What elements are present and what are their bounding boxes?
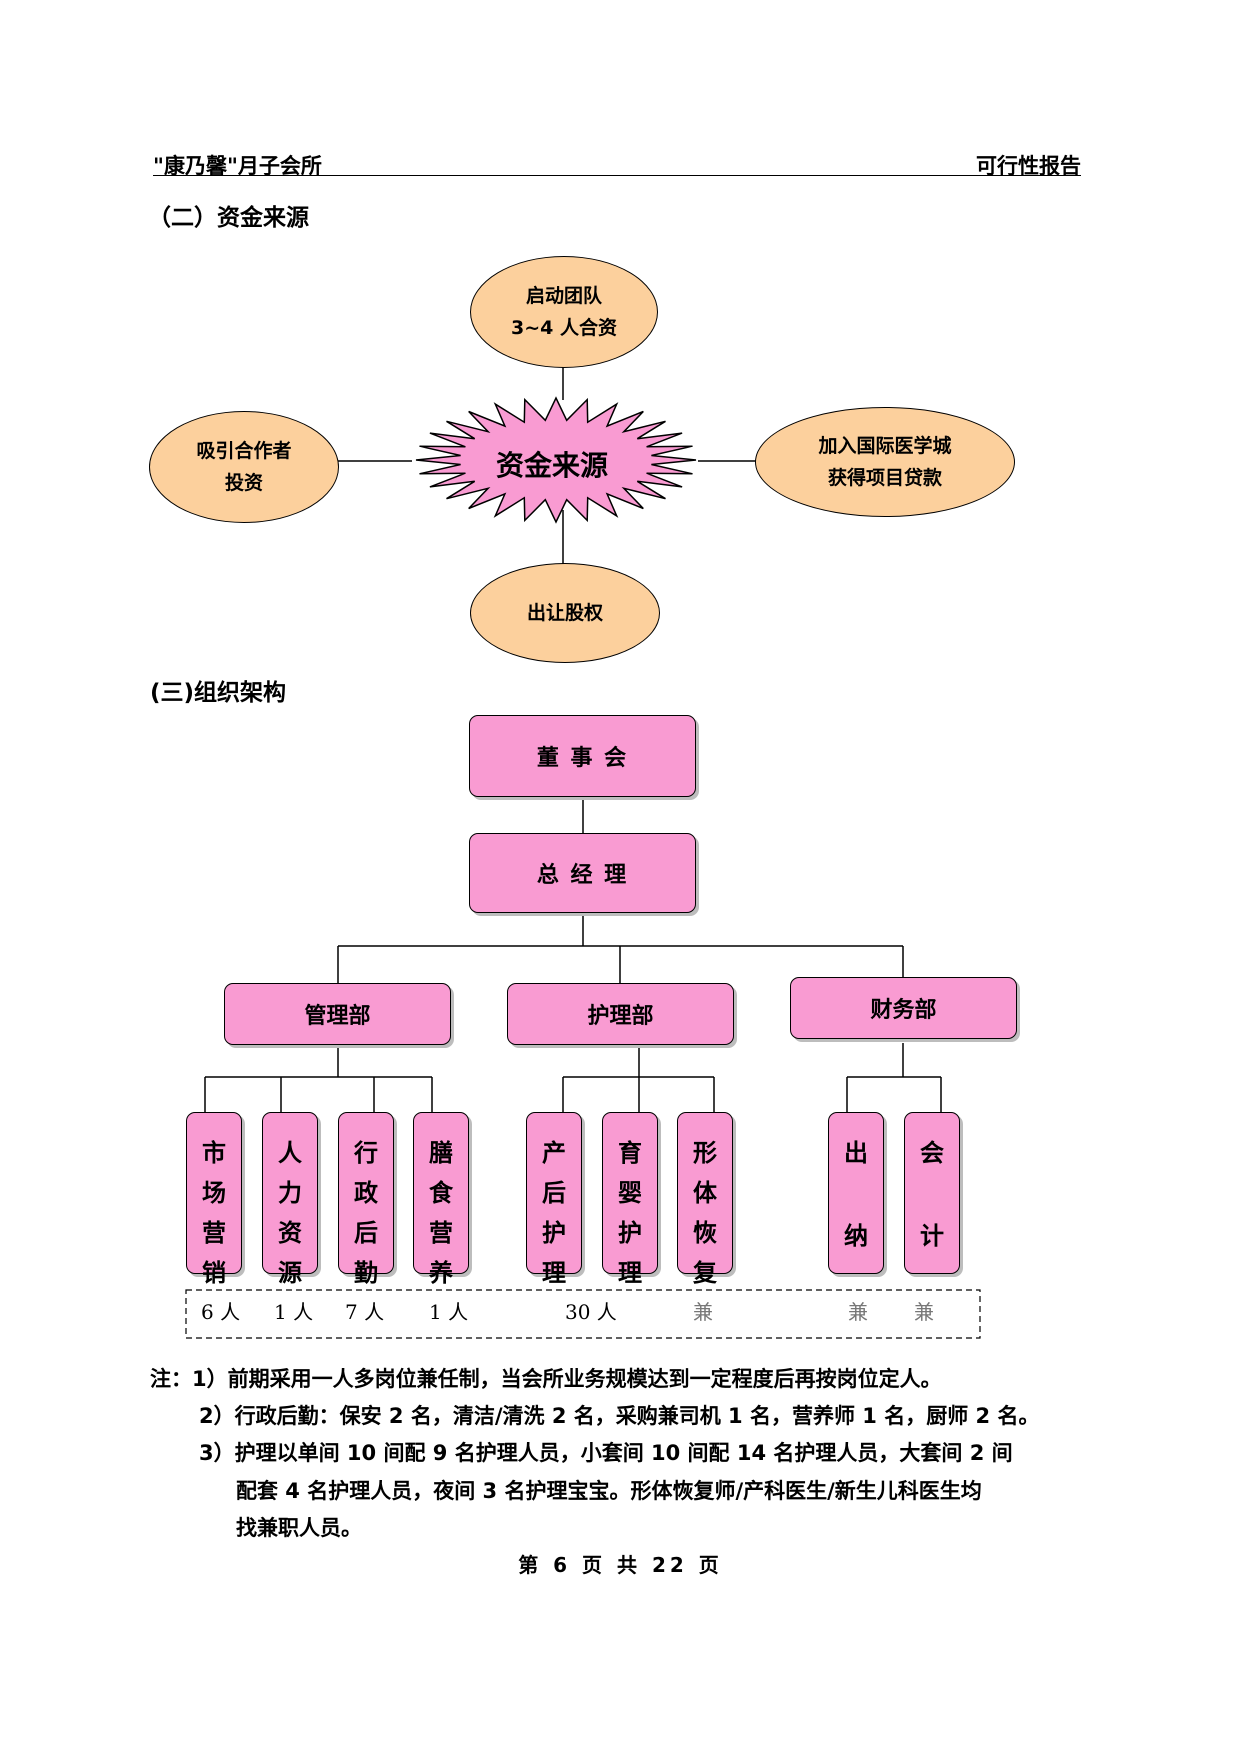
headcount-nursing: 30 人 [565, 1300, 617, 1324]
section-title-funding: （二）资金来源 [148, 205, 309, 231]
node-line: 加入国际医学城 [818, 435, 952, 457]
org-general-manager: 总 经 理 [469, 833, 696, 913]
node-line: 吸引合作者 [196, 440, 292, 462]
funding-node-partners: 吸引合作者 投资 [149, 411, 339, 523]
org-dept-nursing: 护理部 [507, 983, 734, 1045]
org-unit-hr: 人力资源 [262, 1112, 318, 1287]
funding-node-loan: 加入国际医学城 获得项目贷款 [755, 407, 1015, 517]
org-unit-admin: 行政后勤 [338, 1112, 394, 1287]
org-dept-finance: 财务部 [790, 977, 1017, 1039]
node-line: 出让股权 [526, 602, 603, 624]
org-unit-marketing: 市场营销 [186, 1112, 242, 1287]
headcount-body-recovery: 兼 [693, 1300, 713, 1324]
org-unit-accounting: 会计 [904, 1112, 960, 1274]
headcount-marketing: 6 人 [201, 1300, 241, 1324]
header-right: 可行性报告 [976, 154, 1081, 178]
org-unit-body-recovery: 形体恢复 [677, 1112, 733, 1287]
org-unit-infant-care: 育婴护理 [602, 1112, 658, 1287]
headcount-accounting: 兼 [914, 1300, 934, 1324]
note-3: 3）护理以单间 10 间配 9 名护理人员，小套间 10 间配 14 名护理人员… [199, 1441, 1013, 1465]
org-board: 董 事 会 [469, 715, 696, 797]
org-dept-management: 管理部 [224, 983, 451, 1045]
funding-diagram [338, 366, 758, 564]
note-1: 注：1）前期采用一人多岗位兼任制，当会所业务规模达到一定程度后再按岗位定人。 [150, 1367, 942, 1391]
node-line: 投资 [224, 472, 263, 494]
funding-node-equity: 出让股权 [470, 563, 660, 663]
note-3-cont: 配套 4 名护理人员，夜间 3 名护理宝宝。形体恢复师/产科医生/新生儿科医生均 [236, 1479, 982, 1503]
headcount-dashed-box [185, 1289, 981, 1339]
node-line: 获得项目贷款 [827, 467, 942, 489]
headcount-hr: 1 人 [274, 1300, 314, 1324]
headcount-catering: 1 人 [429, 1300, 469, 1324]
funding-center-label: 资金来源 [496, 449, 609, 482]
org-unit-cashier: 出纳 [828, 1112, 884, 1274]
headcount-cashier: 兼 [848, 1300, 868, 1324]
funding-starburst [415, 396, 697, 524]
node-line: 3~4 人合资 [511, 317, 617, 339]
headcount-admin: 7 人 [345, 1300, 385, 1324]
note-3-end: 找兼职人员。 [236, 1516, 362, 1540]
section-title-org: (三)组织架构 [150, 680, 287, 706]
node-line: 启动团队 [525, 285, 602, 307]
org-unit-postnatal-care: 产后护理 [526, 1112, 582, 1287]
header-left: "康乃馨"月子会所 [153, 154, 322, 178]
page-footer: 第 6 页 共 22 页 [518, 1553, 723, 1577]
header-divider [153, 175, 1081, 176]
org-unit-catering: 膳食营养 [413, 1112, 469, 1287]
note-2: 2）行政后勤：保安 2 名，清洁/清洗 2 名，采购兼司机 1 名，营养师 1 … [199, 1404, 1040, 1428]
funding-node-team: 启动团队 3~4 人合资 [470, 256, 658, 368]
